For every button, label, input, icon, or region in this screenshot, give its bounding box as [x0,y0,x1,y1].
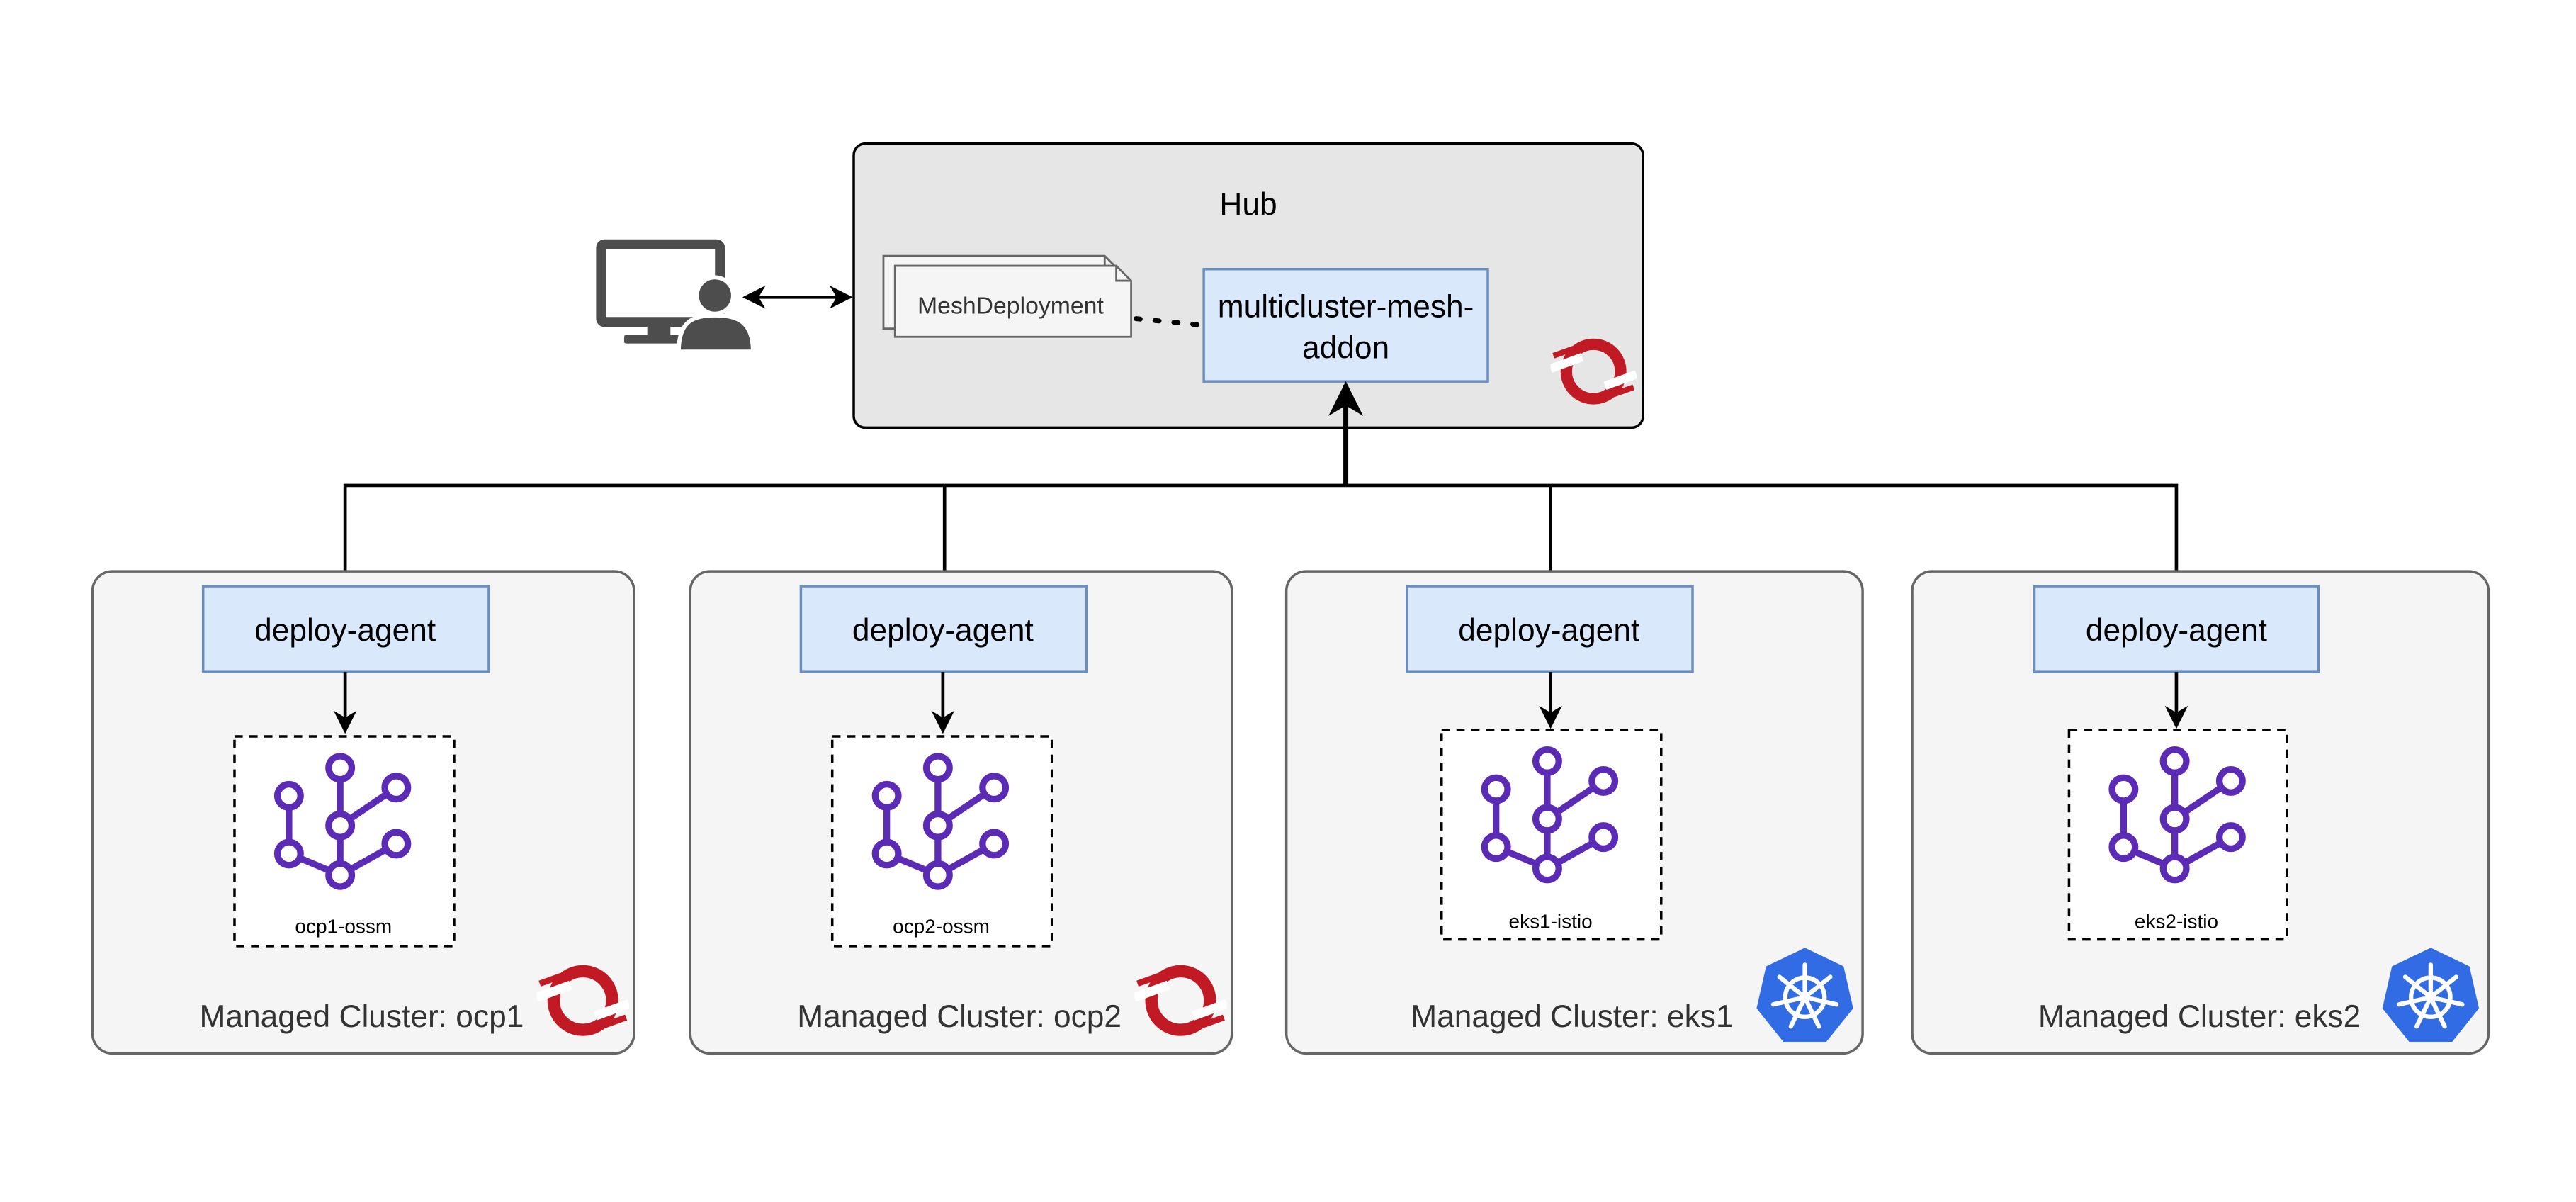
managed-cluster-eks1: deploy-agent eks1-istio Managed Cluster:… [1284,570,1864,1055]
mesh-instance-label: eks1-istio [1509,910,1593,932]
deploy-agent-box [1406,585,1694,673]
user-console-icon [596,239,755,354]
deploy-agent-label: deploy-agent [254,613,436,648]
association-dotted-line [1134,316,1207,328]
managed-cluster-ocp1: deploy-agent ocp1-ossm Managed Cluster: … [91,570,635,1055]
addon-label-line1: multicluster-mesh- [1218,289,1474,324]
deploy-agent-label: deploy-agent [852,613,1034,648]
deploy-agent-box [799,585,1088,673]
deploy-agent-label: deploy-agent [1458,613,1639,648]
managed-cluster-ocp2: deploy-agent ocp2-ossm Managed Cluster: … [689,570,1233,1055]
cluster-label: Managed Cluster: ocp2 [797,999,1122,1034]
deploy-agent-box [201,585,490,673]
cluster-label: Managed Cluster: eks2 [2038,999,2361,1034]
hub-panel: Hub MeshDeployment multicluster-mesh- ad… [852,142,1644,429]
cluster-label: Managed Cluster: ocp1 [200,999,524,1034]
deploy-agent-box [2033,585,2320,673]
deploy-agent-label: deploy-agent [2086,613,2267,648]
meshdeployment-doc-stack: MeshDeployment [882,254,1132,338]
multicluster-mesh-addon-box: multicluster-mesh- addon [1202,267,1489,383]
mesh-instance-label: eks2-istio [2135,910,2218,932]
hub-title: Hub [1219,187,1277,222]
addon-label-line2: addon [1302,331,1389,366]
managed-cluster-eks2: deploy-agent eks2-istio Managed Cluster:… [1911,570,2490,1055]
cluster-label: Managed Cluster: eks1 [1411,999,1733,1034]
mesh-instance-label: ocp1-ossm [295,915,392,937]
agent-to-addon-connectors [343,381,2179,587]
mesh-instance-label: ocp2-ossm [893,915,990,937]
meshdeployment-label: MeshDeployment [917,293,1104,320]
